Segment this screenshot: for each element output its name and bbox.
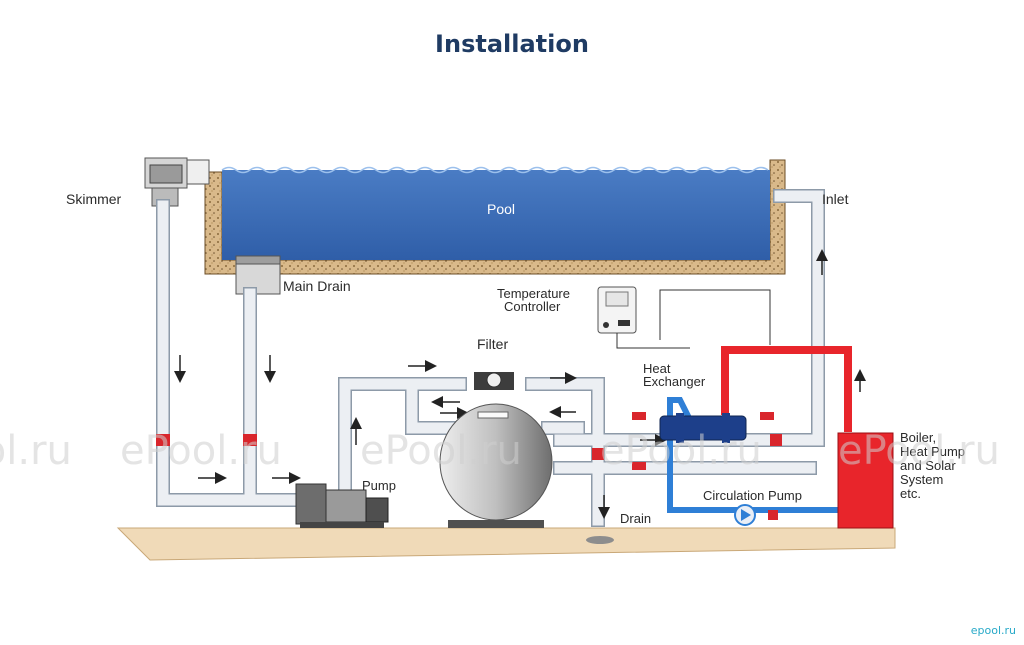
main-drain-label: Main Drain [283, 278, 351, 294]
temperature-controller-label-1: Temperature [497, 286, 570, 301]
heat-exchanger [659, 413, 747, 443]
pool-surface-waves [221, 166, 769, 174]
controller-cable [616, 289, 771, 349]
pool-water [222, 170, 770, 260]
skimmer-label: Skimmer [66, 191, 122, 207]
page-title: Installation [435, 30, 589, 58]
boiler-label-2: Heat Pump [900, 444, 965, 459]
circulation-pump [734, 504, 778, 526]
watermark: ePool.ru [120, 428, 282, 474]
main-drain [235, 255, 281, 295]
temperature-controller [597, 286, 637, 334]
heat-exchanger-label-1: Heat [643, 361, 671, 376]
ground-slab [116, 527, 896, 561]
watermark: ePool.ru [600, 428, 762, 474]
watermark: ePool.ru [838, 428, 1000, 474]
skimmer [144, 157, 210, 207]
boiler-label-5: etc. [900, 486, 921, 501]
boiler-label-1: Boiler, [900, 430, 936, 445]
filter-label: Filter [477, 336, 508, 352]
boiler-label-3: and Solar [900, 458, 956, 473]
hot-loop [721, 346, 852, 432]
brand-link[interactable]: epool.ru [970, 624, 1016, 637]
filter [439, 372, 553, 528]
inlet-label: Inlet [822, 191, 849, 207]
cold-loop [667, 397, 838, 513]
drain-pit [586, 536, 614, 544]
temperature-controller-label-2: Controller [504, 299, 561, 314]
pump [295, 483, 389, 528]
drain-label: Drain [620, 511, 651, 526]
boiler-label-4: System [900, 472, 943, 487]
watermark: ePool.ru [360, 428, 522, 474]
watermark: ePool.ru [0, 428, 72, 474]
pump-label: Pump [362, 478, 396, 493]
pool-label: Pool [487, 201, 515, 217]
heat-exchanger-label-2: Exchanger [643, 374, 706, 389]
valves [156, 412, 782, 470]
boiler-unit [837, 432, 894, 529]
circulation-pump-label: Circulation Pump [703, 488, 802, 503]
flow-arrows [174, 249, 866, 519]
